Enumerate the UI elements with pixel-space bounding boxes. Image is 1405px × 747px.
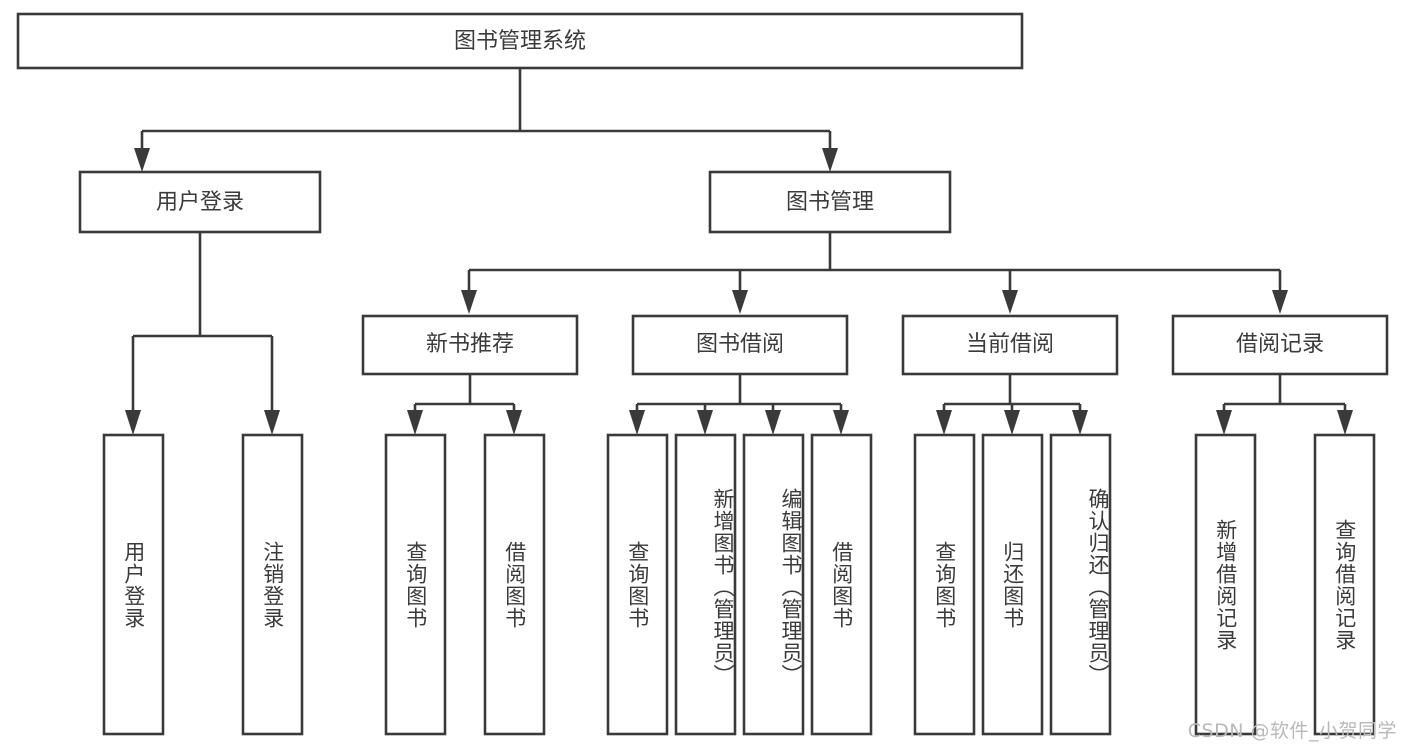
arrowhead-cb-leaf2 (1004, 410, 1020, 435)
node-root-box[interactable] (16, 12, 1024, 70)
node-user-login[interactable]: 用户登录 (78, 170, 322, 234)
connector-borrow-record-to-leaves (1216, 374, 1353, 435)
leaf-box-br-add-record[interactable] (1194, 433, 1257, 736)
arrowhead-bb-leaf3 (765, 410, 781, 435)
arrowhead-user-login (134, 148, 150, 172)
connector-root-to-level2 (134, 68, 838, 172)
node-borrow-record[interactable]: 借阅记录 (1171, 314, 1389, 376)
node-current-borrow[interactable]: 当前借阅 (901, 314, 1119, 376)
arrowhead-current-borrow (1002, 290, 1018, 314)
node-book-manage-label: 图书管理 (786, 190, 874, 215)
node-current-borrow-box[interactable] (901, 314, 1119, 376)
arrowhead-cb-leaf1 (936, 410, 952, 435)
arrowhead-book-borrow (732, 290, 748, 314)
leaf-box-cb-confirm-return[interactable] (1049, 433, 1112, 736)
node-user-login-label: 用户登录 (156, 190, 244, 215)
connector-user-login-to-leaves (125, 232, 280, 435)
connector-current-borrow-to-leaves (936, 374, 1088, 435)
watermark-text: CSDN @软件_小贺同学 (1187, 720, 1397, 742)
leaf-box-bb-add-book[interactable] (674, 433, 737, 736)
node-new-book-recommend[interactable]: 新书推荐 (361, 314, 579, 376)
arrowhead-leaf-logout (264, 410, 280, 435)
node-root-label: 图书管理系统 (454, 29, 586, 54)
arrowhead-bb-leaf1 (629, 410, 645, 435)
arrowhead-new-book-recommend (461, 290, 477, 314)
connector-book-borrow-to-leaves (629, 374, 849, 435)
arrowhead-leaf-user-login (125, 410, 141, 435)
node-book-borrow-box[interactable] (631, 314, 849, 376)
node-new-book-recommend-label: 新书推荐 (426, 332, 514, 357)
leaf-box-nb-query-book[interactable] (384, 433, 447, 736)
leaf-box-logout[interactable] (241, 433, 304, 736)
arrowhead-borrow-record (1272, 290, 1288, 314)
leaf-box-bb-edit-book[interactable] (742, 433, 805, 736)
leaf-box-br-query-record[interactable] (1313, 433, 1376, 736)
arrowhead-cb-leaf3 (1072, 410, 1088, 435)
connector-new-book-to-leaves (407, 374, 522, 435)
arrowhead-bb-leaf2 (697, 410, 713, 435)
arrowhead-nb-leaf2 (506, 410, 522, 435)
arrowhead-br-leaf1 (1216, 410, 1232, 435)
leaf-box-nb-borrow-book[interactable] (483, 433, 546, 736)
connector-book-manage-to-level3 (461, 232, 1288, 314)
leaf-box-bb-query-book[interactable] (606, 433, 669, 736)
node-book-manage[interactable]: 图书管理 (708, 170, 952, 234)
arrowhead-nb-leaf1 (407, 410, 423, 435)
node-borrow-record-label: 借阅记录 (1236, 332, 1324, 357)
arrowhead-bb-leaf4 (833, 410, 849, 435)
node-book-manage-box[interactable] (708, 170, 952, 234)
node-borrow-record-box[interactable] (1171, 314, 1389, 376)
node-root-system[interactable]: 图书管理系统 (16, 12, 1024, 70)
leaf-box-cb-query-book[interactable] (913, 433, 976, 736)
arrowhead-br-leaf2 (1337, 410, 1353, 435)
leaf-box-cb-return-book[interactable] (981, 433, 1044, 736)
node-new-book-recommend-box[interactable] (361, 314, 579, 376)
leaf-box-bb-borrow-book[interactable] (810, 433, 873, 736)
leaf-box-user-login[interactable] (102, 433, 165, 736)
arrowhead-book-manage (822, 148, 838, 172)
node-book-borrow-label: 图书借阅 (696, 332, 784, 357)
node-book-borrow[interactable]: 图书借阅 (631, 314, 849, 376)
node-current-borrow-label: 当前借阅 (966, 332, 1054, 357)
